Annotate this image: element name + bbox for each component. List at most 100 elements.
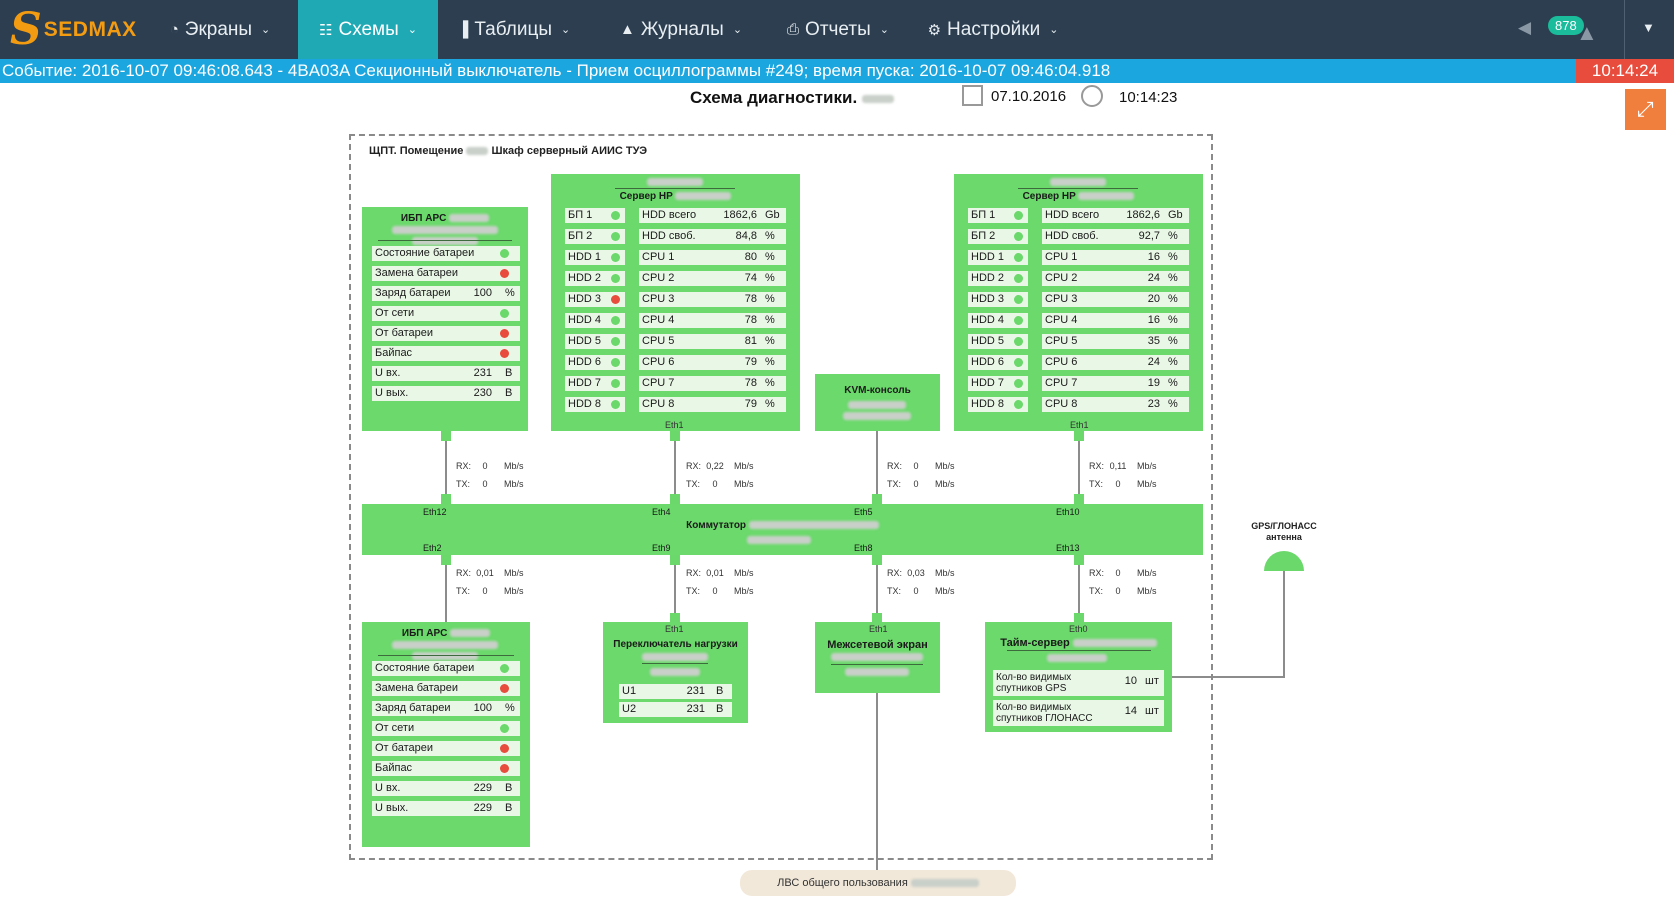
metric-label: CPU 4 [1045,314,1078,326]
metric-value: 23 [1147,398,1160,410]
ups-row: Состояние батареи [372,246,520,261]
status-ok-indicator [611,274,620,283]
nav-item-3[interactable]: ▐Таблицы⌄ [446,0,582,59]
link-tx-value: 0 [1115,586,1121,596]
status-ok-indicator [611,211,620,220]
metric-label: HDD всего [642,209,697,221]
row-unit: В [505,387,513,399]
metric-value: 84,8 [735,230,757,242]
volume-icon[interactable]: ◀ [1518,18,1532,37]
link-unit: Mb/s [734,479,754,489]
nav-item-4[interactable]: ▲Журналы⌄ [608,0,754,59]
row-label: U вых. [375,802,409,814]
metric-label: CPU 1 [642,251,675,263]
cell-label: HDD 3 [971,293,1005,305]
time-server-title: Тайм-сервер [1000,637,1070,649]
status-ok-indicator [1014,211,1023,220]
metric-value: 24 [1147,356,1160,368]
status-cell: HDD 3 [565,292,625,307]
link-tx-label: TX: [686,479,701,489]
link-rx-label: RX: [456,568,472,578]
notifications-badge[interactable]: 878 [1548,16,1584,35]
chevron-down-icon: ⌄ [1049,24,1059,36]
nav-item-5[interactable]: ⎙Отчеты⌄ [773,0,903,59]
link-rx-label: RX: [887,461,903,471]
status-ok-indicator [611,379,620,388]
server-1-title: Сервер HP [619,191,673,202]
metric-cell: HDD своб.92,7% [1042,229,1189,244]
nav-item-2[interactable]: ☷Схемы⌄ [298,0,438,59]
metric-unit: % [765,377,775,389]
lan-node[interactable]: ЛВС общего пользования [740,870,1016,896]
alert-icon[interactable]: ▲ [1576,20,1598,45]
metric-value: 79 [744,356,757,368]
cell-label: HDD 4 [568,314,602,326]
status-cell: БП 2 [968,229,1028,244]
time-server-box[interactable]: Eth0 Тайм-сервер Кол-во видимых спутнико… [985,622,1172,732]
status-cell: HDD 2 [565,271,625,286]
ups-row: От сети [372,306,520,321]
link-unit: Mb/s [734,461,754,471]
row-label: Байпас [375,347,413,359]
metric-unit: % [1168,230,1178,242]
link-rx-value: 0,01 [706,568,724,578]
nav-item-6[interactable]: ⚙Настройки⌄ [918,0,1068,59]
status-ok-indicator [1014,253,1023,262]
gears-icon: ⚙ [927,21,942,39]
row-label: От сети [375,722,415,734]
ups-bottom-title: ИБП APC [401,628,448,639]
calendar-icon [962,85,983,106]
metric-unit: % [765,335,775,347]
warning-icon: ▲ [619,21,635,38]
status-cell: БП 1 [968,208,1028,223]
event-bar[interactable]: Событие: 2016-10-07 09:46:08.643 - 4BA03… [0,59,1674,83]
link-tx-label: TX: [456,586,471,596]
fullscreen-button[interactable]: ⤢ [1625,89,1666,130]
status-ok-indicator [1014,316,1023,325]
status-alarm-indicator [500,764,509,773]
kvm-console-box[interactable]: KVM-консоль [815,374,940,431]
link-unit: Mb/s [935,479,955,489]
firewall-box[interactable]: Eth1 Межсетевой экран [815,622,940,693]
switch-port-label: Eth4 [652,507,671,517]
status-cell: HDD 1 [565,250,625,265]
row-label: Байпас [375,762,413,774]
sedmax-logo[interactable]: S SEDMAX [10,8,137,52]
cell-label: HDD 5 [568,335,602,347]
nav-item-label: Отчеты [805,18,871,40]
clock-icon [1081,85,1103,107]
row-unit: В [505,782,513,794]
ups-row: От сети [372,721,520,736]
link-tx-value: 0 [913,586,919,596]
link-rx-label: RX: [887,568,903,578]
row-value: 10 [1124,675,1137,687]
row-label: Состояние батареи [375,662,475,674]
metric-label: HDD своб. [642,230,696,242]
nav-item-1[interactable]: ◔Экраны⌄ [152,0,288,59]
ups-row: Замена батареи [372,681,520,696]
kvm-title: KVM-консоль [844,385,911,396]
link-rx-value: 0,11 [1109,461,1127,471]
event-time: 10:14:24 [1576,59,1674,83]
row-value: 231 [686,685,705,697]
header-date: 07.10.2016 [991,88,1067,105]
link-unit: Mb/s [1137,479,1157,489]
chevron-down-icon[interactable]: ▼ [1642,20,1655,35]
